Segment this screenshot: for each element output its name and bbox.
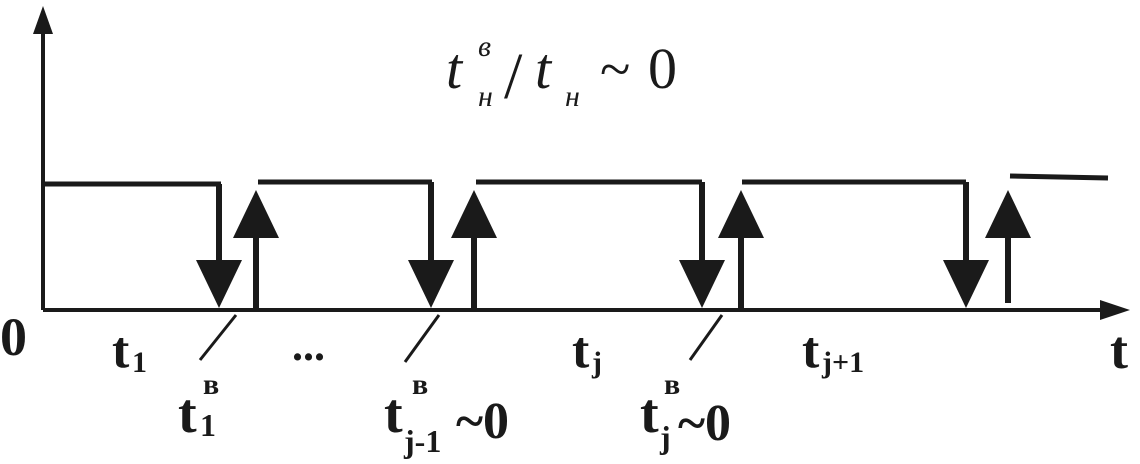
formula-sup: в xyxy=(478,30,491,63)
recovery-arrow-1 xyxy=(233,190,279,310)
svg-text:в: в xyxy=(664,368,680,401)
svg-text:j+1: j+1 xyxy=(821,346,864,379)
svg-text:j-1: j-1 xyxy=(403,423,441,459)
svg-text:t: t xyxy=(112,322,130,379)
svg-text:в: в xyxy=(203,368,219,401)
formula-sub2: н xyxy=(565,80,580,113)
leader-lines xyxy=(198,314,724,363)
failure-arrow-2 xyxy=(408,182,454,308)
leader-line-1 xyxy=(198,314,238,361)
x-axis-arrowhead xyxy=(1100,300,1130,320)
time-axis-label: t xyxy=(1110,320,1128,380)
svg-text:t: t xyxy=(640,383,659,445)
failure-arrows xyxy=(196,182,989,308)
svg-text:~0: ~0 xyxy=(456,393,509,450)
svg-text:t: t xyxy=(384,383,403,445)
interval-label-tj1: t j+1 xyxy=(802,322,864,379)
interval-label-tj: t j xyxy=(572,322,602,379)
failure-arrow-1 xyxy=(196,184,242,308)
recovery-label-1: t в 1 xyxy=(178,368,219,445)
svg-text:j: j xyxy=(659,419,671,455)
leader-line-2 xyxy=(403,314,441,363)
svg-text:j: j xyxy=(591,346,602,379)
recovery-label-j: t в j ~0 xyxy=(640,368,731,455)
recovery-arrow-4 xyxy=(985,190,1031,303)
recovery-arrows xyxy=(233,190,1031,310)
formula-tilde: ~ xyxy=(600,39,630,101)
svg-text:в: в xyxy=(412,368,428,401)
recovery-arrow-2 xyxy=(451,190,497,310)
origin-label: 0 xyxy=(0,307,27,367)
failure-arrow-4 xyxy=(943,182,989,308)
leader-line-3 xyxy=(688,314,724,361)
formula-sub1: н xyxy=(478,80,493,113)
svg-text:t: t xyxy=(178,383,197,445)
svg-text:1: 1 xyxy=(132,346,147,379)
svg-text:t: t xyxy=(802,322,820,379)
formula-t1: t xyxy=(446,36,464,101)
level-segment-5 xyxy=(1009,173,1109,181)
ellipsis: ... xyxy=(292,321,325,370)
formula-zero: 0 xyxy=(648,36,677,101)
formula-t2: t xyxy=(535,36,553,101)
svg-text:1: 1 xyxy=(200,407,216,443)
recovery-label-j-1: t в j-1 ~0 xyxy=(384,368,509,459)
formula-slash: / xyxy=(504,40,523,113)
failure-arrow-3 xyxy=(679,182,725,308)
recovery-arrow-3 xyxy=(718,190,764,310)
svg-text:t: t xyxy=(572,322,590,379)
interval-label-t1: t 1 xyxy=(112,322,147,379)
signal-levels xyxy=(43,173,1109,187)
svg-text:~0: ~0 xyxy=(678,395,731,452)
formula: t в н / t н ~ 0 xyxy=(446,30,677,113)
y-axis-arrowhead xyxy=(33,6,53,34)
